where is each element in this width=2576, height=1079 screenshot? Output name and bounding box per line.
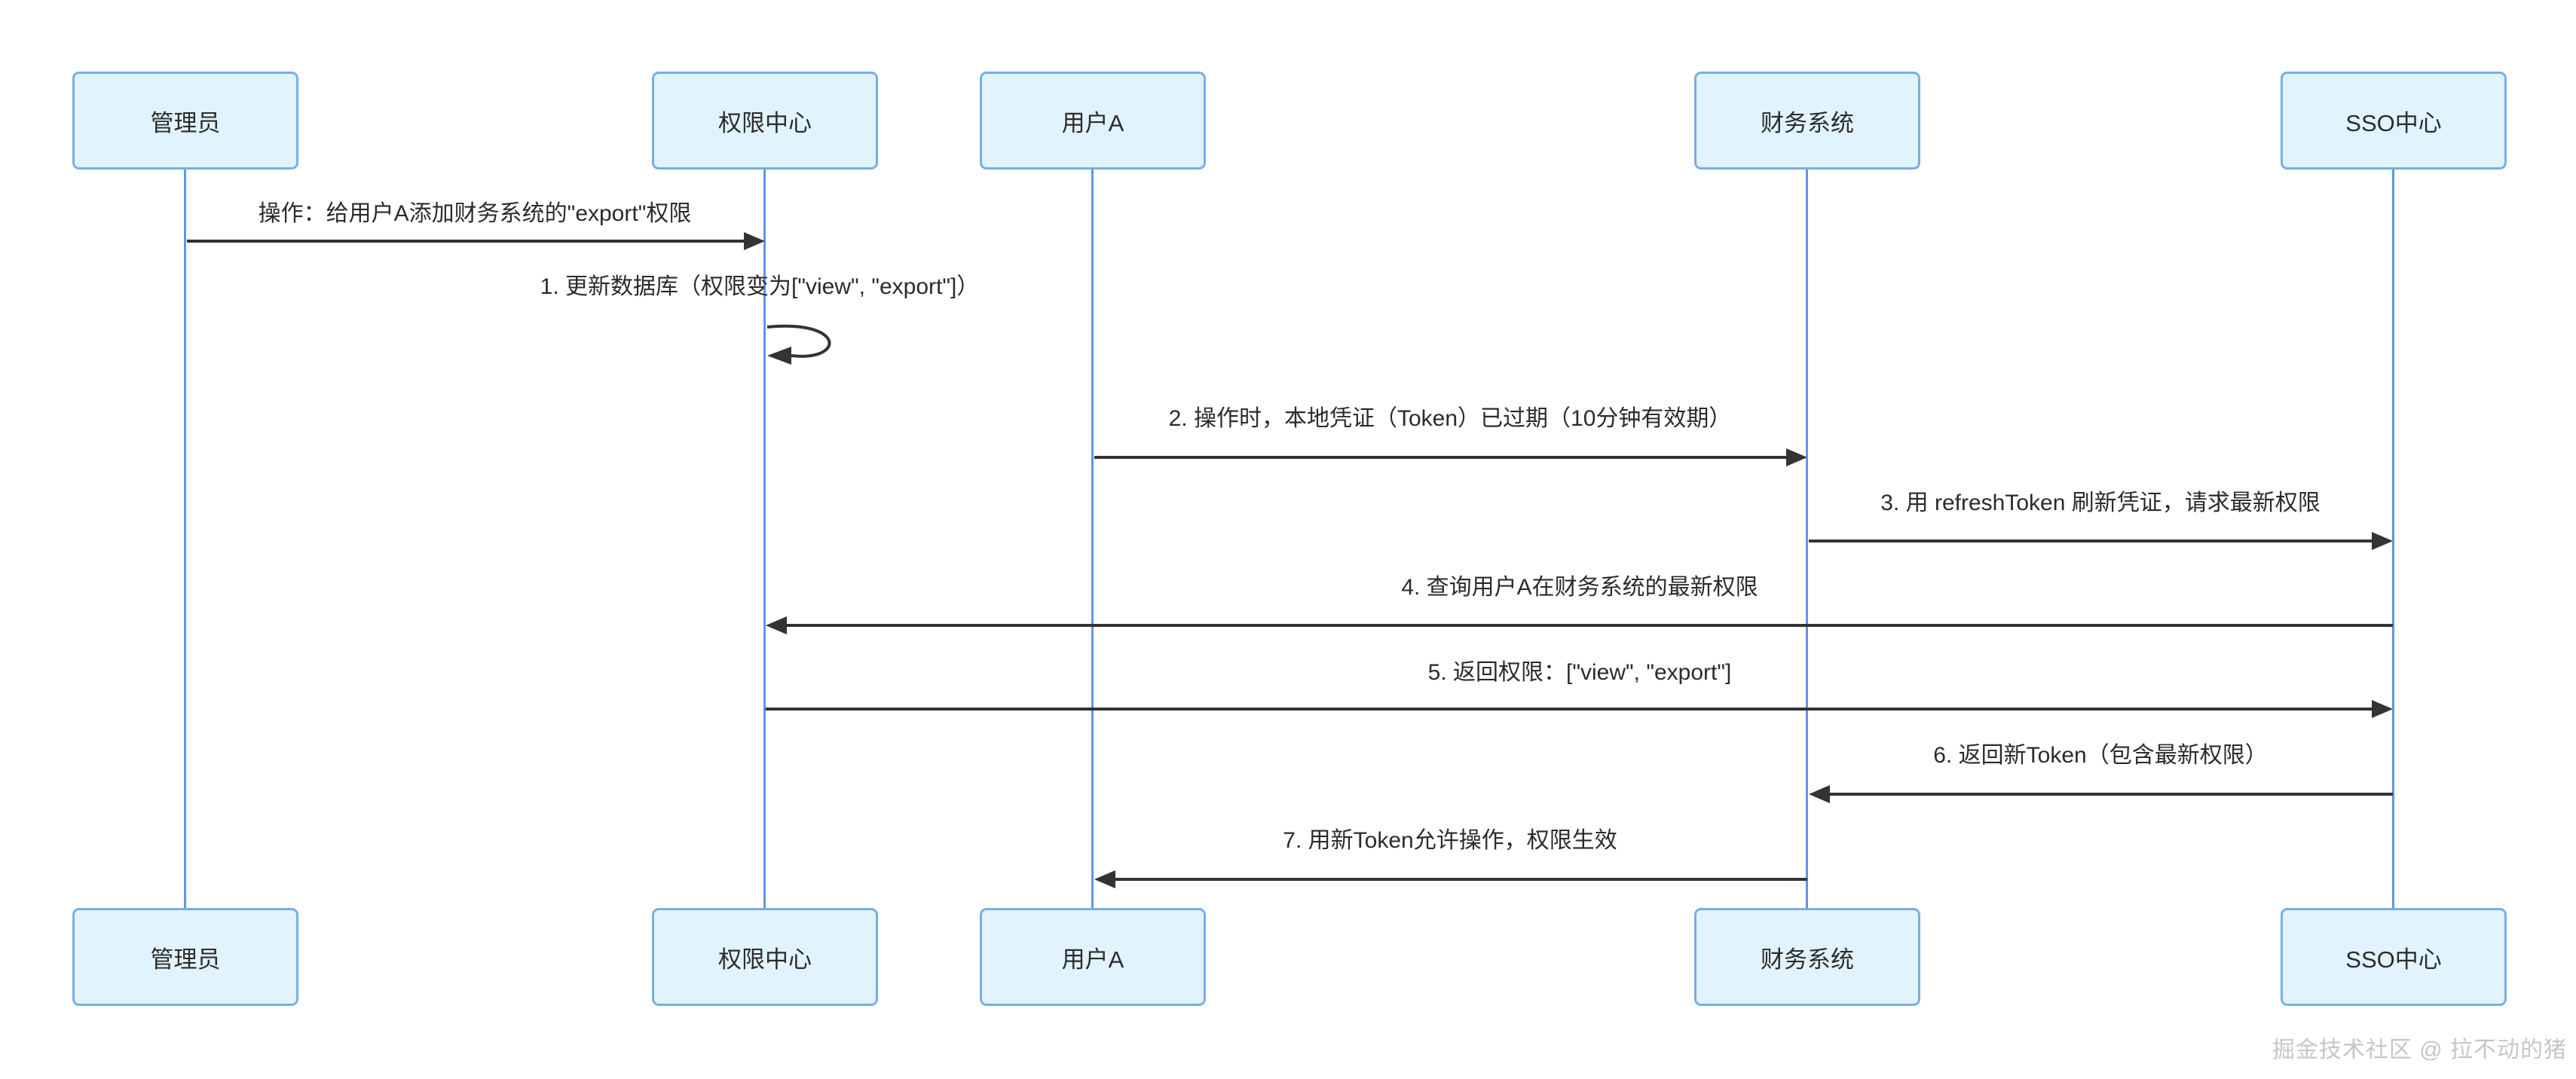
actor-top-perm-center: 权限中心 (652, 72, 878, 170)
lifeline-perm-center (763, 169, 766, 909)
self-loop-arrow (766, 324, 831, 365)
actor-label: 用户A (1061, 109, 1124, 136)
message-2-label: 2. 操作时，本地凭证（Token）已过期（10分钟有效期） (1168, 406, 1732, 431)
message-4-label: 4. 查询用户A在财务系统的最新权限 (1401, 575, 1758, 600)
message-7-label: 7. 用新Token允许操作，权限生效 (1283, 828, 1617, 853)
arrowhead-left-icon (766, 616, 787, 634)
actor-bottom-finance-system: 财务系统 (1694, 908, 1920, 1006)
message-6-label: 6. 返回新Token（包含最新权限） (1933, 743, 2268, 768)
actor-top-admin: 管理员 (72, 72, 298, 170)
lifeline-user-a (1091, 169, 1094, 909)
message-2-line (1094, 456, 1786, 459)
arrowhead-right-icon (744, 232, 765, 250)
arrowhead-left-icon (1094, 870, 1115, 888)
actor-label: 用户A (1061, 946, 1124, 973)
actor-bottom-admin: 管理员 (72, 908, 298, 1006)
actor-bottom-perm-center: 权限中心 (652, 908, 878, 1006)
arrowhead-right-icon (2372, 700, 2393, 718)
actor-label: 财务系统 (1761, 946, 1854, 973)
message-7-line (1115, 878, 1807, 881)
message-0-line (187, 240, 744, 243)
lifeline-admin (184, 169, 186, 909)
actor-label: 权限中心 (718, 109, 812, 136)
lifeline-finance-system (1806, 169, 1808, 909)
lifeline-sso-center (2392, 169, 2394, 909)
actor-label: 权限中心 (718, 946, 812, 973)
actor-bottom-sso-center: SSO中心 (2281, 908, 2507, 1006)
message-1-label: 1. 更新数据库（权限变为["view", "export"]） (540, 274, 980, 299)
message-5-line (766, 708, 2372, 711)
actor-label: SSO中心 (2345, 109, 2442, 136)
arrowhead-right-icon (2372, 532, 2393, 550)
actor-label: SSO中心 (2345, 946, 2442, 973)
message-3-line (1809, 540, 2372, 543)
actor-top-finance-system: 财务系统 (1694, 72, 1920, 170)
actor-label: 管理员 (150, 109, 221, 136)
watermark: 掘金技术社区 @ 拉不动的猪 (2272, 1038, 2567, 1062)
arrowhead-right-icon (1786, 448, 1807, 466)
actor-top-sso-center: SSO中心 (2281, 72, 2507, 170)
message-0-label: 操作：给用户A添加财务系统的"export"权限 (258, 201, 692, 226)
self-loop-curve (766, 324, 831, 358)
actor-label: 管理员 (150, 946, 221, 973)
actor-bottom-user-a: 用户A (980, 908, 1206, 1006)
message-5-label: 5. 返回权限：["view", "export"] (1427, 660, 1732, 685)
message-3-label: 3. 用 refreshToken 刷新凭证，请求最新权限 (1880, 491, 2321, 515)
actor-top-user-a: 用户A (980, 72, 1206, 170)
arrowhead-left-icon (767, 347, 791, 365)
message-6-line (1830, 793, 2393, 796)
actor-label: 财务系统 (1761, 109, 1854, 136)
arrowhead-left-icon (1809, 785, 1830, 803)
message-4-line (787, 624, 2393, 627)
